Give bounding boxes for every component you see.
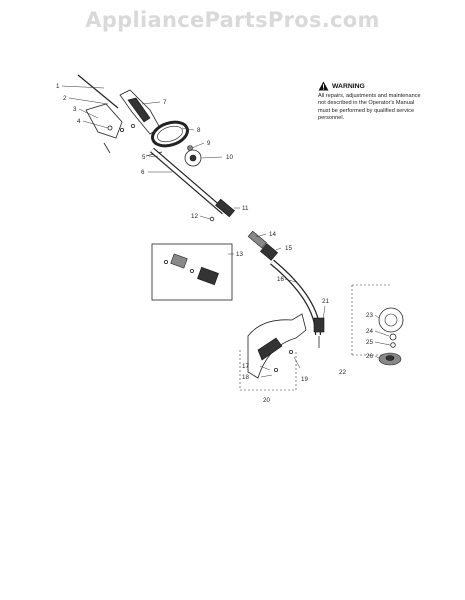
callout-2: 2	[63, 95, 67, 102]
callout-7: 7	[163, 99, 167, 106]
leader-lines	[61, 85, 391, 378]
upper-shaft	[150, 147, 235, 222]
callout-13: 13	[236, 251, 243, 258]
warning-heading: WARNING	[318, 81, 422, 91]
callout-14: 14	[269, 231, 276, 238]
warning-body-text: All repairs, adjustments and maintenance…	[318, 93, 421, 121]
callout-numbers: 1 2 3 4 5 6 7 8 9 10 11 12 13 14 15 16 1…	[56, 83, 373, 404]
callout-26: 26	[366, 353, 373, 360]
callout-10: 10	[226, 154, 233, 161]
callout-19: 19	[301, 376, 308, 383]
callout-20: 20	[263, 397, 270, 404]
warning-triangle-icon	[318, 81, 329, 91]
callout-22: 22	[339, 369, 346, 376]
throttle-handle-assembly	[77, 74, 161, 154]
callout-9: 9	[207, 140, 211, 147]
lower-shaft	[247, 230, 325, 348]
callout-6: 6	[141, 169, 145, 176]
warning-notice: WARNING All repairs, adjustments and mai…	[318, 81, 422, 122]
callout-8: 8	[197, 127, 201, 134]
callout-25: 25	[366, 339, 373, 346]
callout-24: 24	[366, 328, 373, 335]
callout-12: 12	[191, 213, 198, 220]
callout-4: 4	[77, 118, 81, 125]
debris-guard	[247, 313, 307, 379]
callout-1: 1	[56, 83, 60, 90]
callout-5: 5	[142, 154, 146, 161]
callout-16: 16	[277, 276, 284, 283]
trimmer-head-assembly	[378, 307, 404, 366]
warning-heading-text: WARNING	[332, 82, 365, 90]
assist-handle	[145, 120, 202, 167]
coupler-inset	[151, 243, 233, 301]
site-watermark-title: AppliancePartsPros.com	[85, 8, 380, 32]
callout-23: 23	[366, 312, 373, 319]
callout-11: 11	[242, 205, 249, 212]
callout-15: 15	[285, 245, 292, 252]
callout-17: 17	[242, 363, 249, 370]
callout-3: 3	[73, 106, 77, 113]
callout-21: 21	[322, 298, 329, 305]
callout-18: 18	[242, 374, 249, 381]
